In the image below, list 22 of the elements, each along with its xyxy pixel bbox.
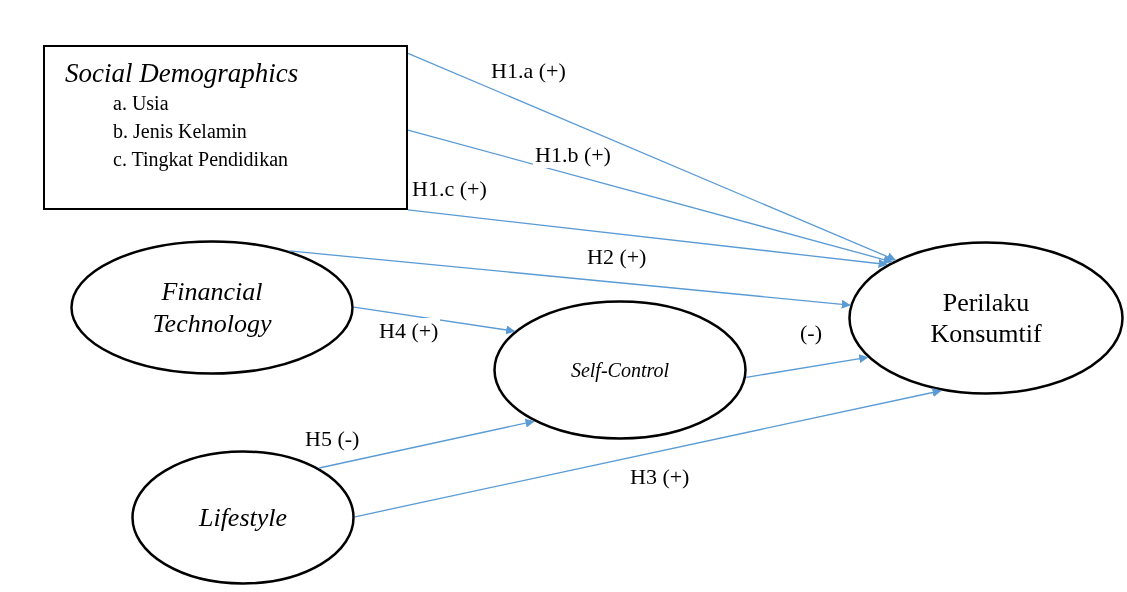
list-item: a. Usia xyxy=(113,91,170,117)
rectangle-box xyxy=(43,45,408,210)
node-label: Lifestyle xyxy=(197,501,289,534)
ellipse-node xyxy=(493,300,747,440)
ellipse-node xyxy=(848,241,1124,395)
arrow xyxy=(407,52,897,261)
arrow xyxy=(318,418,535,469)
node-label: Financial Technology xyxy=(151,276,273,339)
arrow xyxy=(407,129,893,264)
list-item: b. Jenis Kelamin xyxy=(113,119,248,145)
list-item: c. Tingkat Pendidikan xyxy=(113,147,289,173)
box-heading: Social Demographics xyxy=(65,57,300,90)
arrow xyxy=(354,388,942,518)
arrow xyxy=(353,306,516,335)
ellipse-node xyxy=(131,450,355,585)
edge-label: H4 (+) xyxy=(377,318,441,344)
node-label: Self-Control xyxy=(569,358,671,382)
arrow xyxy=(745,354,869,378)
ellipse-node xyxy=(70,240,354,375)
node-label: Perilaku Konsumtif xyxy=(929,286,1043,350)
arrow xyxy=(288,250,851,309)
arrow xyxy=(407,209,888,269)
